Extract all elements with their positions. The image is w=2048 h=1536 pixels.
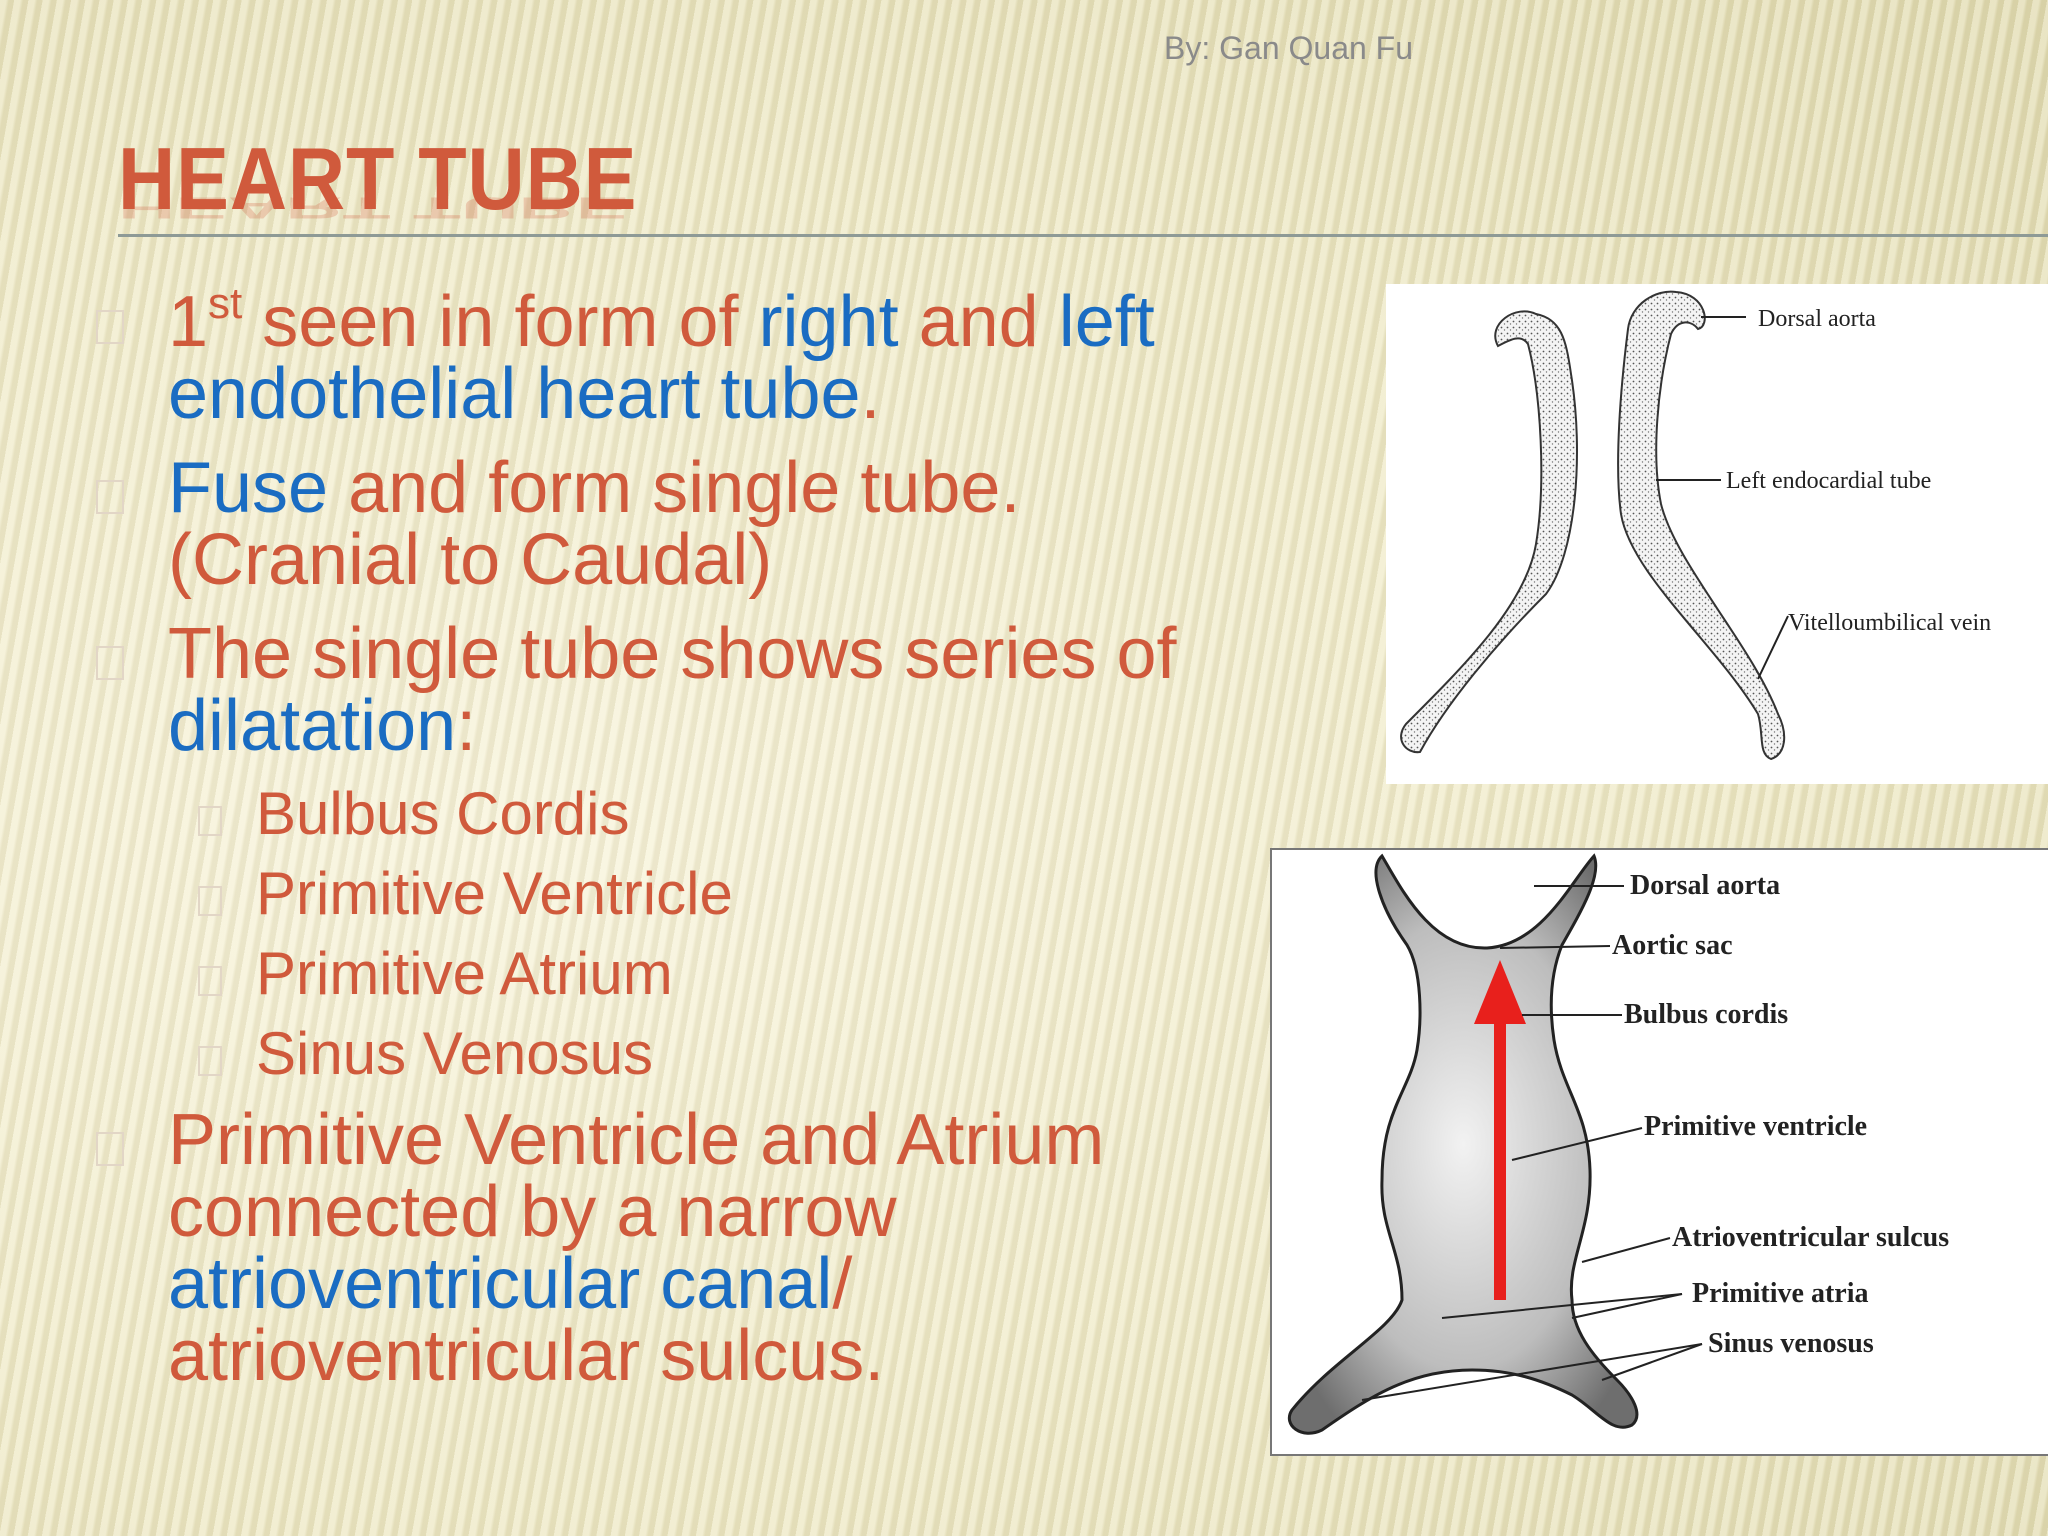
heart-tube-shape xyxy=(1287,853,1639,1435)
bullet-list: 1st seen in form of right and left endot… xyxy=(90,282,1270,1414)
left-tube-shape xyxy=(1617,290,1786,761)
sub-bullet-text: Primitive Ventricle xyxy=(256,860,733,927)
right-tube-shape xyxy=(1400,310,1579,754)
sub-bullet-item: Primitive Ventricle xyxy=(90,864,1270,924)
bullet-text: / xyxy=(832,1244,853,1324)
bullet-item: Fuse and form single tube. (Cranial to C… xyxy=(90,452,1270,596)
bullet-text: atrioventricular sulcus. xyxy=(168,1316,885,1396)
bullet-box-icon xyxy=(198,966,222,996)
sub-bullet-item: Bulbus Cordis xyxy=(90,784,1270,844)
highlight-text: right xyxy=(758,282,899,362)
label-primitive-ventricle: Primitive ventricle xyxy=(1644,1111,1867,1142)
sub-bullet-text: Bulbus Cordis xyxy=(256,780,630,847)
bullet-text: seen in form of xyxy=(242,282,759,362)
endocardial-tubes-figure: Dorsal aorta Left endocardial tube Vitel… xyxy=(1386,284,2048,784)
bullet-box-icon xyxy=(198,886,222,916)
bullet-box-icon xyxy=(198,806,222,836)
bullet-text: and form single tube. xyxy=(328,448,1021,528)
label-bulbus-cordis: Bulbus cordis xyxy=(1624,999,1788,1030)
label-left-endocardial-tube: Left endocardial tube xyxy=(1726,468,1931,494)
bullet-item: Primitive Ventricle and Atrium connected… xyxy=(90,1104,1270,1392)
bullet-text: connected by a narrow xyxy=(168,1172,897,1252)
bullet-text: Primitive Ventricle and Atrium xyxy=(168,1100,1105,1180)
bullet-box-icon xyxy=(96,310,124,344)
label-atrioventricular-sulcus: Atrioventricular sulcus xyxy=(1672,1222,1949,1253)
label-vitelloumbilical-vein: Vitelloumbilical vein xyxy=(1788,610,1991,636)
label-dorsal-aorta: Dorsal aorta xyxy=(1758,306,1876,332)
label-aortic-sac: Aortic sac xyxy=(1612,930,1733,961)
highlight-text: endothelial heart tube xyxy=(168,354,861,434)
bullet-text: The single tube shows series of xyxy=(168,614,1177,694)
endocardial-tubes-diagram: Dorsal aorta Left endocardial tube Vitel… xyxy=(1400,290,1991,761)
bullet-box-icon xyxy=(96,1132,124,1166)
title-reflection: HEART TUBE xyxy=(118,191,629,226)
highlight-text: Fuse xyxy=(168,448,329,528)
label-primitive-atria: Primitive atria xyxy=(1692,1278,1868,1309)
slide-title: HEART TUBE xyxy=(118,129,638,228)
author-credit: By: Gan Quan Fu xyxy=(1164,30,1414,66)
bullet-text: : xyxy=(456,686,477,766)
bullet-text: (Cranial to Caudal) xyxy=(168,520,773,600)
highlight-text: left xyxy=(1058,282,1155,362)
bullet-item: 1st seen in form of right and left endot… xyxy=(90,282,1270,430)
flow-arrow-icon xyxy=(1474,960,1526,1300)
bullet-item: The single tube shows series of dilatati… xyxy=(90,618,1270,762)
bullet-box-icon xyxy=(198,1046,222,1076)
bullet-box-icon xyxy=(96,646,124,680)
bullet-text: 1 xyxy=(168,282,209,362)
heart-tube-diagram: Dorsal aorta Aortic sac Bulbus cordis Pr… xyxy=(1287,853,1949,1435)
sub-bullet-item: Primitive Atrium xyxy=(90,944,1270,1004)
highlight-text: dilatation xyxy=(168,686,457,766)
superscript: st xyxy=(208,279,243,328)
heart-tube-figure: Dorsal aorta Aortic sac Bulbus cordis Pr… xyxy=(1270,848,2048,1456)
bullet-text: . xyxy=(860,354,881,434)
bullet-box-icon xyxy=(96,480,124,514)
label-sinus-venosus: Sinus venosus xyxy=(1708,1328,1874,1359)
highlight-text: atrioventricular canal xyxy=(168,1244,833,1324)
sub-bullet-text: Sinus Venosus xyxy=(256,1020,653,1087)
bullet-text: and xyxy=(898,282,1059,362)
label-dorsal-aorta: Dorsal aorta xyxy=(1630,870,1780,901)
sub-bullet-item: Sinus Venosus xyxy=(90,1024,1270,1084)
sub-bullet-text: Primitive Atrium xyxy=(256,940,673,1007)
title-divider xyxy=(118,234,2048,237)
